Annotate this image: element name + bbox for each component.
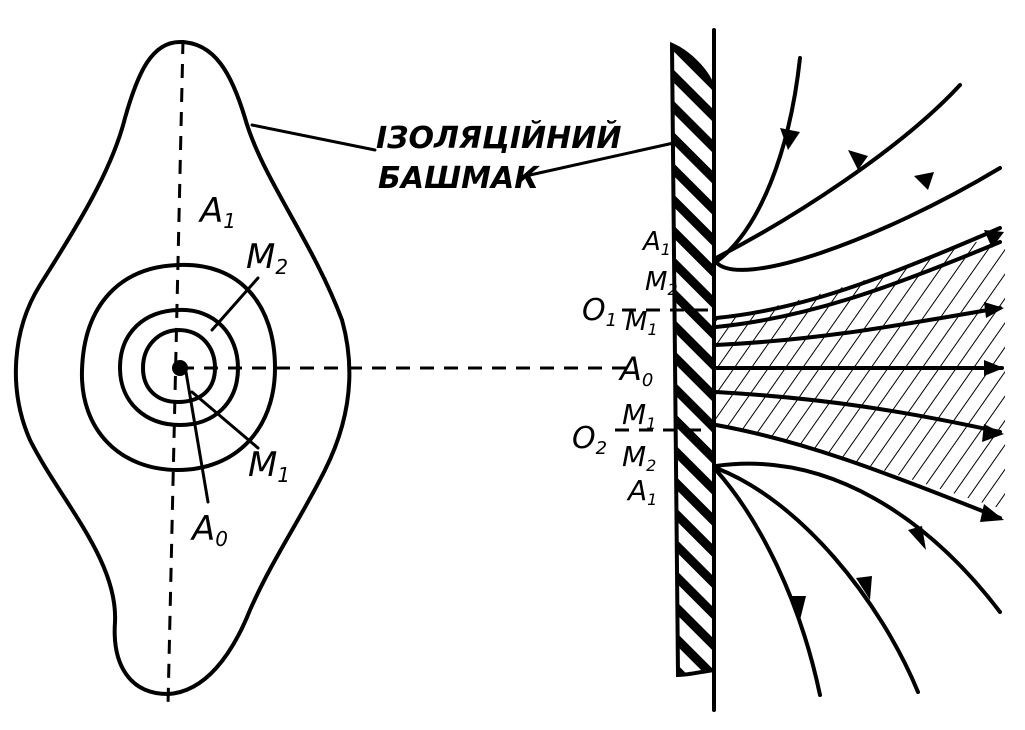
caption-line-1: ІЗОЛЯЦІЙНИЙ [376,120,621,156]
arrow-icon [984,360,1004,376]
flow-lower-3 [714,461,1002,614]
insulating-shoe-section [669,41,716,678]
center-point [172,360,188,376]
label-right-m2-bot: M2 [622,440,656,475]
caption-leader-left [250,123,377,152]
label-left-a1: A1 [198,191,236,233]
jet-boundary-lower [714,423,1002,520]
arrow-icon [848,150,868,170]
label-right-m1-top: M1 [625,307,658,339]
flow-lower-1 [714,468,822,697]
ring-a1 [79,262,277,472]
leader-m1 [190,390,260,450]
caption-line-2: БАШМАК [378,161,540,196]
label-left-m1: M1 [248,445,290,487]
flow-upper-1 [714,56,802,264]
jet-line-1 [714,306,1002,347]
arrow-icon [856,576,872,600]
jet-boundary-upper-b [714,240,1002,329]
arrow-icon [908,526,926,550]
ring-m1 [141,328,217,404]
arrow-icon [914,172,934,190]
arrow-icon [984,302,1004,318]
arrow-icon [780,128,800,150]
flow-lower-2 [714,466,920,694]
jet-line-2 [714,390,1002,434]
flow-upper-3 [714,166,1002,272]
label-right-a1-top: A1 [641,227,671,259]
arrow-icon [980,504,1004,522]
label-right-o2: O2 [572,421,607,459]
shoe-cross-section [615,28,1005,712]
vertical-axis [166,39,185,706]
shoe-top-view [13,39,630,706]
label-right-m2-top: M2 [645,267,678,299]
label-right-m1-bot: M1 [622,398,656,433]
caption-leader-right [528,140,680,177]
leader-m2 [210,276,260,332]
leader-a0 [184,370,210,504]
flow-upper-2 [714,83,962,260]
arrow-icon [790,596,806,620]
label-right-a1-bot: A1 [626,474,657,509]
label-right-o1: O1 [582,293,617,331]
jet-core [716,232,1005,510]
jet-boundary-upper-a [714,226,1002,320]
label-left-a0: A0 [190,509,228,551]
arrow-icon [984,230,1004,248]
label-left-m2: M2 [246,237,288,279]
arrow-icon [982,424,1004,442]
ring-m2 [118,307,240,427]
label-right-a0: A0 [618,350,653,391]
